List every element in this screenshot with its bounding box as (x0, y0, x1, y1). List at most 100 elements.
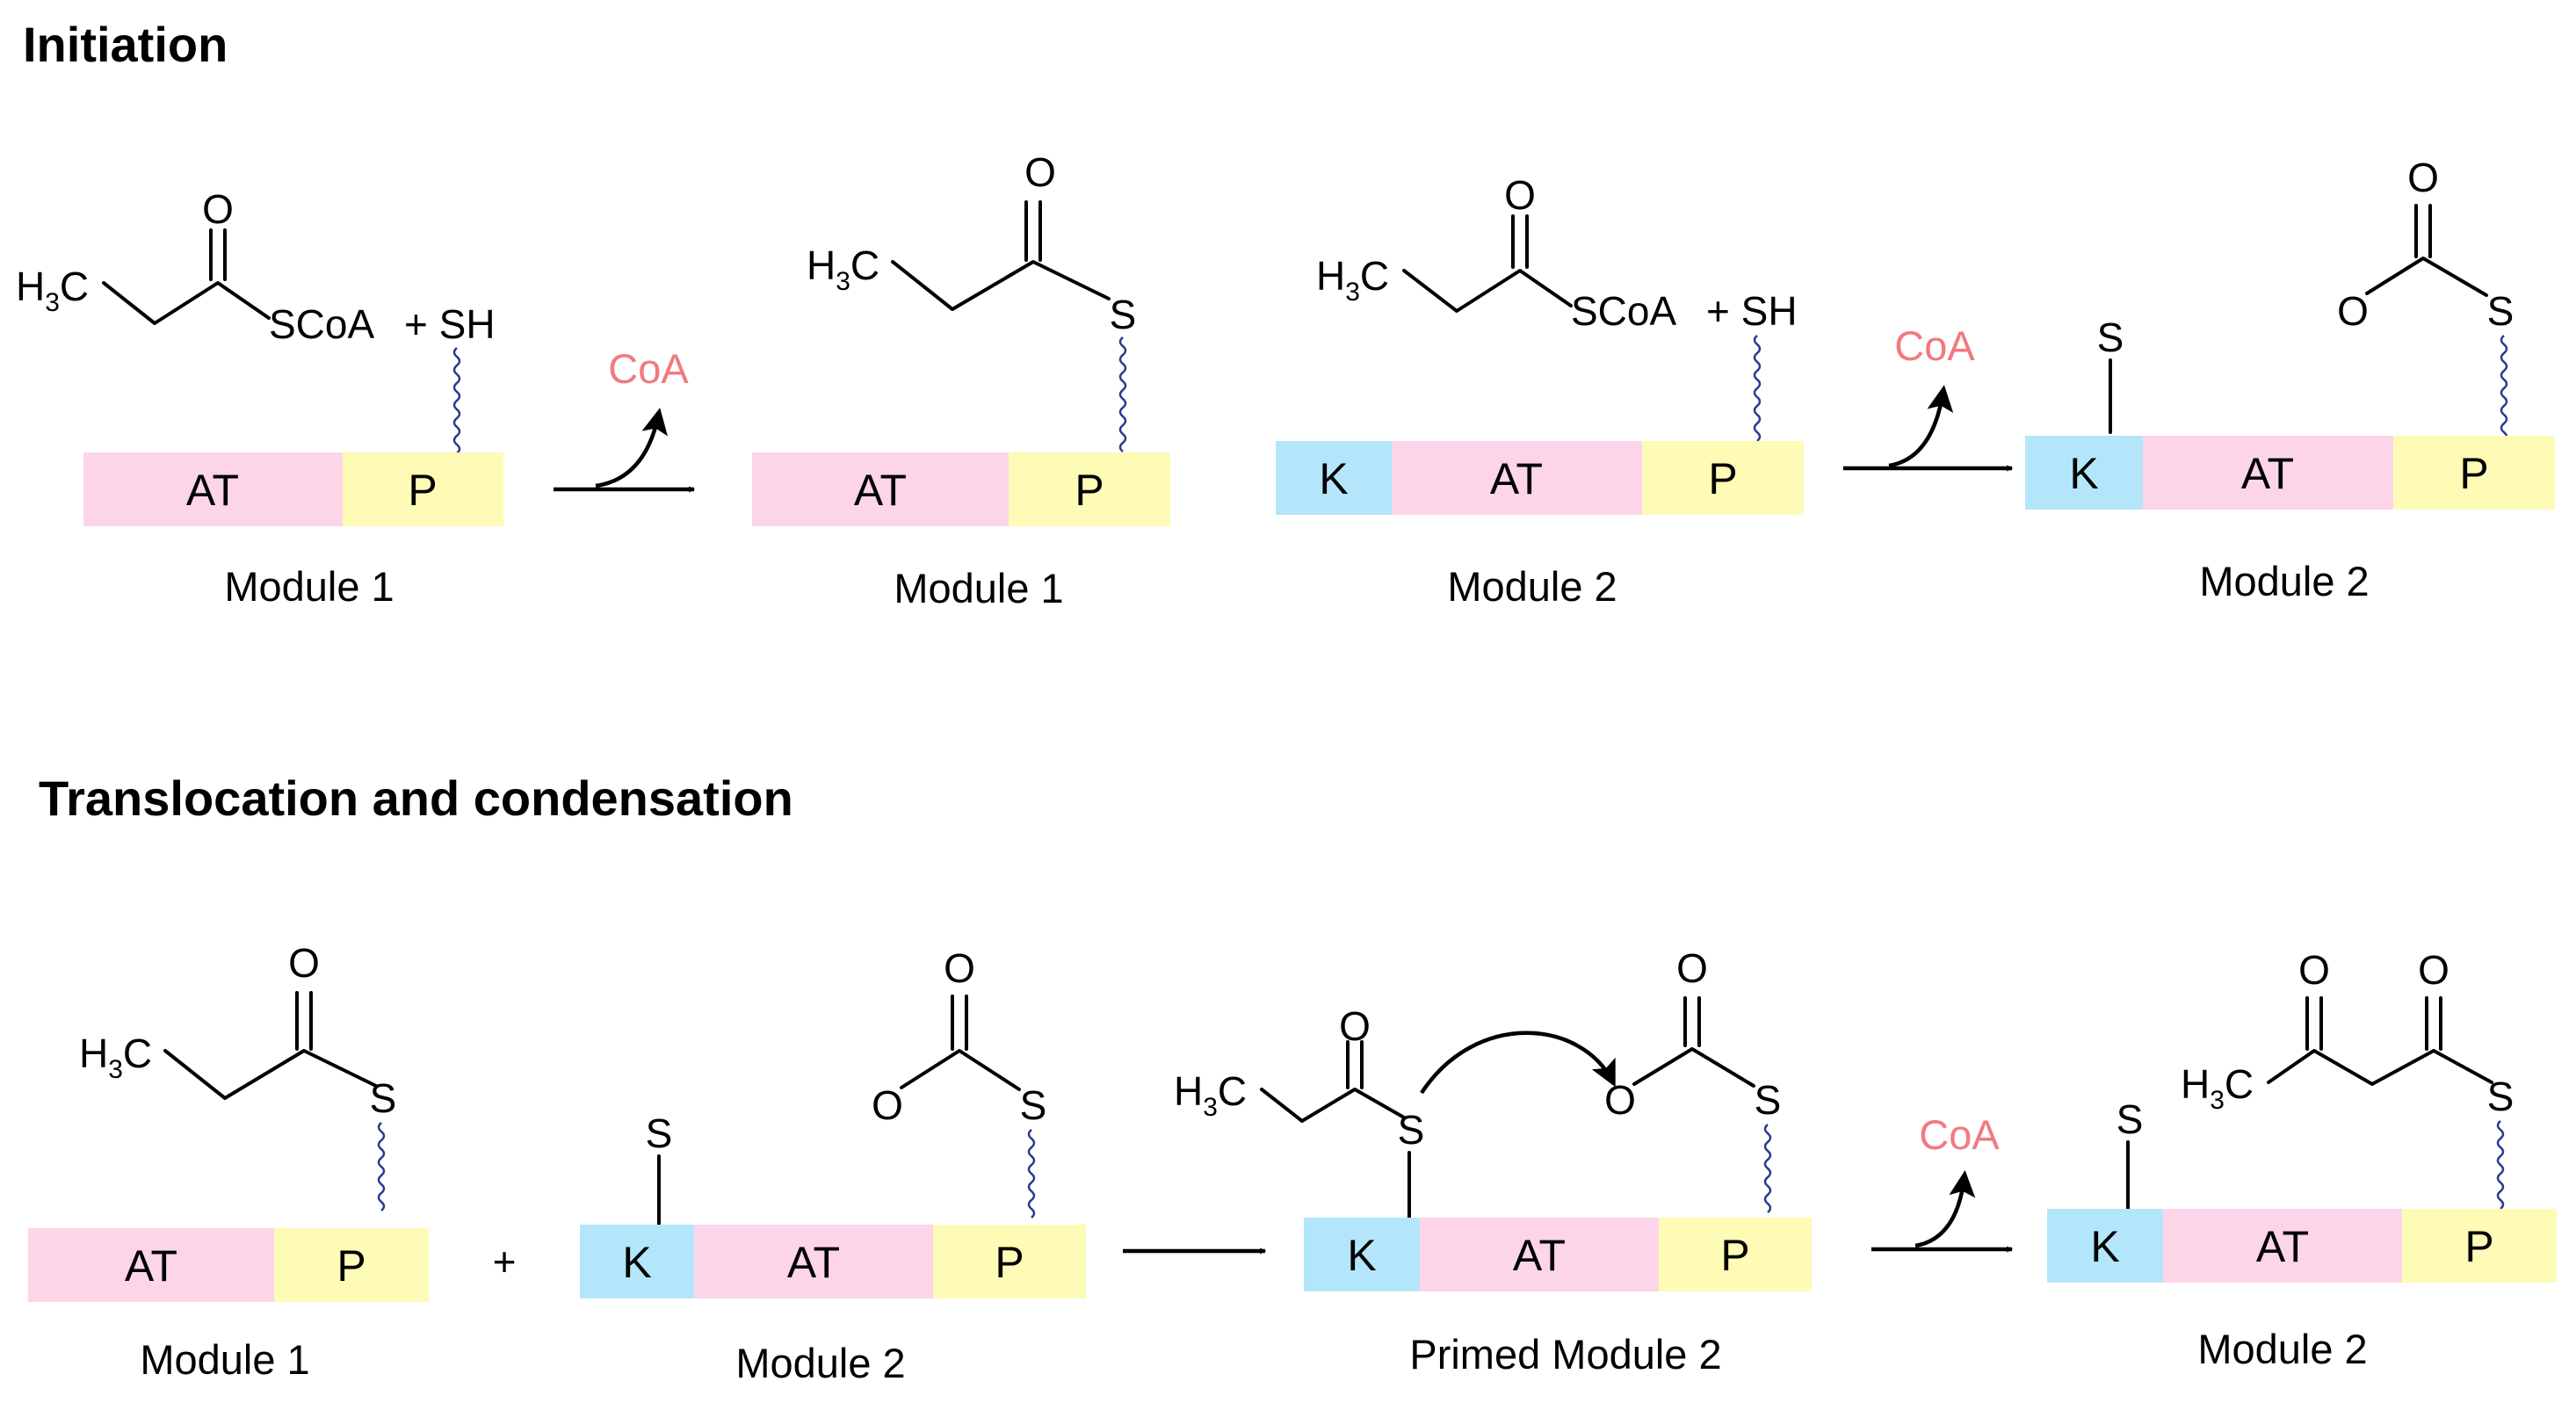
scoa-label: SCoA (269, 301, 374, 347)
carbon-chain-bond (102, 281, 271, 325)
coa-byproduct-label: CoA (608, 345, 689, 392)
ppant-tether (452, 347, 461, 454)
ester-oxygen: O (872, 1082, 903, 1128)
p-domain (1642, 441, 1804, 515)
k-domain (1304, 1218, 1420, 1291)
p-domain-label: P (336, 1241, 365, 1291)
carbon-chain-bond (1402, 269, 1573, 313)
methyl-group: H3C (807, 242, 879, 296)
module-label: Module 1 (140, 1336, 309, 1383)
section-title-translocation: Translocation and condensation (39, 770, 793, 826)
k-domain-label: K (622, 1238, 651, 1287)
coa-byproduct-label: CoA (1919, 1111, 2000, 1158)
k-domain (2047, 1209, 2163, 1283)
k-domain-label: K (2090, 1222, 2119, 1271)
at-domain (1420, 1218, 1659, 1291)
p-domain (1009, 452, 1170, 526)
carbonyl-oxygen: O (1339, 1003, 1371, 1049)
carbonyl-oxygen: O (2418, 947, 2449, 993)
methyl-group: H3C (1174, 1068, 1247, 1122)
thioester-sulfur: S (1755, 1077, 1782, 1123)
p-domain (2402, 1209, 2557, 1283)
ppant-tether (1118, 336, 1127, 452)
at-domain-label: AT (1490, 454, 1543, 503)
p-domain-label: P (1708, 454, 1737, 503)
methyl-group: H3C (16, 264, 89, 317)
panel-translocation-4: S H3C O O S K AT P Module 2 (2047, 947, 2557, 1372)
p-domain-label: P (2459, 449, 2488, 498)
reaction-arrow-1: CoA (554, 345, 696, 493)
p-domain-label: P (2464, 1222, 2493, 1271)
module-label: Module 1 (894, 565, 1063, 611)
ester-oxygen: O (2337, 288, 2369, 334)
coa-byproduct-label: CoA (1894, 322, 1975, 369)
plus-sh-label: + SH (404, 301, 496, 347)
module-label: Module 2 (735, 1340, 905, 1386)
at-domain (28, 1228, 274, 1302)
methyl-group: H3C (2181, 1061, 2254, 1115)
at-domain (1392, 441, 1642, 515)
ketosynthase-sulfur: S (1398, 1107, 1425, 1153)
section-title-initiation: Initiation (23, 17, 228, 72)
carbonyl-oxygen: O (288, 940, 320, 986)
thioester-sulfur: S (370, 1075, 397, 1121)
carbonyl-oxygen: O (202, 186, 234, 232)
ppant-tether (1027, 1129, 1036, 1219)
plus-sign: + (493, 1239, 517, 1284)
p-domain-label: P (1075, 466, 1103, 515)
thioester-sulfur: S (1020, 1082, 1047, 1128)
k-domain-label: K (2069, 449, 2098, 498)
panel-translocation-3: H3C O S O O S K AT P Primed Module 2 (1174, 945, 1812, 1378)
carbonyl-oxygen: O (1024, 149, 1056, 195)
nucleophilic-attack-arrow (1420, 1031, 1616, 1095)
k-domain (1276, 441, 1392, 515)
p-domain (274, 1228, 429, 1302)
ketosynthase-sulfur: S (2117, 1096, 2144, 1142)
carbonyl-oxygen: O (944, 945, 975, 991)
module-label: Module 1 (224, 563, 394, 610)
module-label: Module 2 (2199, 558, 2369, 604)
at-domain (694, 1225, 933, 1298)
methyl-group: H3C (1316, 253, 1389, 307)
thioester-sulfur: S (1110, 292, 1137, 337)
at-domain (83, 452, 343, 526)
at-domain-label: AT (1513, 1231, 1566, 1280)
module-label: Primed Module 2 (1409, 1331, 1721, 1378)
ketone-oxygen: O (2298, 947, 2330, 993)
at-domain (752, 452, 1009, 526)
panel-initiation-3: H3C O SCoA + SH K AT P Module 2 (1276, 172, 1804, 610)
k-domain (2025, 436, 2143, 510)
k-domain-label: K (1319, 454, 1348, 503)
ester-oxygen: O (1604, 1077, 1636, 1123)
k-domain (580, 1225, 694, 1298)
p-domain (933, 1225, 1086, 1298)
carbonyl-oxygen: O (1504, 172, 1536, 218)
module-label: Module 2 (2197, 1326, 2367, 1372)
ppant-tether (377, 1122, 386, 1211)
panel-initiation-2: H3C O S AT P Module 1 (752, 149, 1170, 611)
ppant-tether (1763, 1124, 1772, 1213)
p-domain (1659, 1218, 1812, 1291)
carbon-chain-bond (1260, 1088, 1406, 1123)
panel-translocation-2: S O O S K AT P Module 2 (580, 945, 1086, 1386)
scoa-label: SCoA (1571, 288, 1676, 334)
panel-initiation-1: H3C O SCoA + SH AT P Module 1 (16, 186, 503, 610)
carbonyl-oxygen: O (2407, 155, 2439, 200)
plus-sh-label: + SH (1706, 288, 1798, 334)
ketosynthase-sulfur: S (2097, 315, 2124, 360)
panel-initiation-4: S O O S K AT P Module 2 (2025, 155, 2555, 604)
carbon-chain-bond (2267, 1049, 2493, 1086)
thioester-sulfur: S (2487, 288, 2514, 334)
panel-translocation-1: H3C O S AT P Module 1 (28, 940, 429, 1383)
at-domain (2163, 1209, 2402, 1283)
carbonyl-oxygen: O (1676, 945, 1708, 991)
carbon-chain-bond (891, 260, 1111, 311)
at-domain-label: AT (2256, 1222, 2309, 1271)
ppant-tether (1753, 335, 1762, 442)
at-domain (2143, 436, 2393, 510)
p-domain (2393, 436, 2555, 510)
reaction-arrow-4: CoA (1871, 1111, 2014, 1253)
at-domain-label: AT (2241, 449, 2294, 498)
k-domain-label: K (1347, 1231, 1376, 1280)
